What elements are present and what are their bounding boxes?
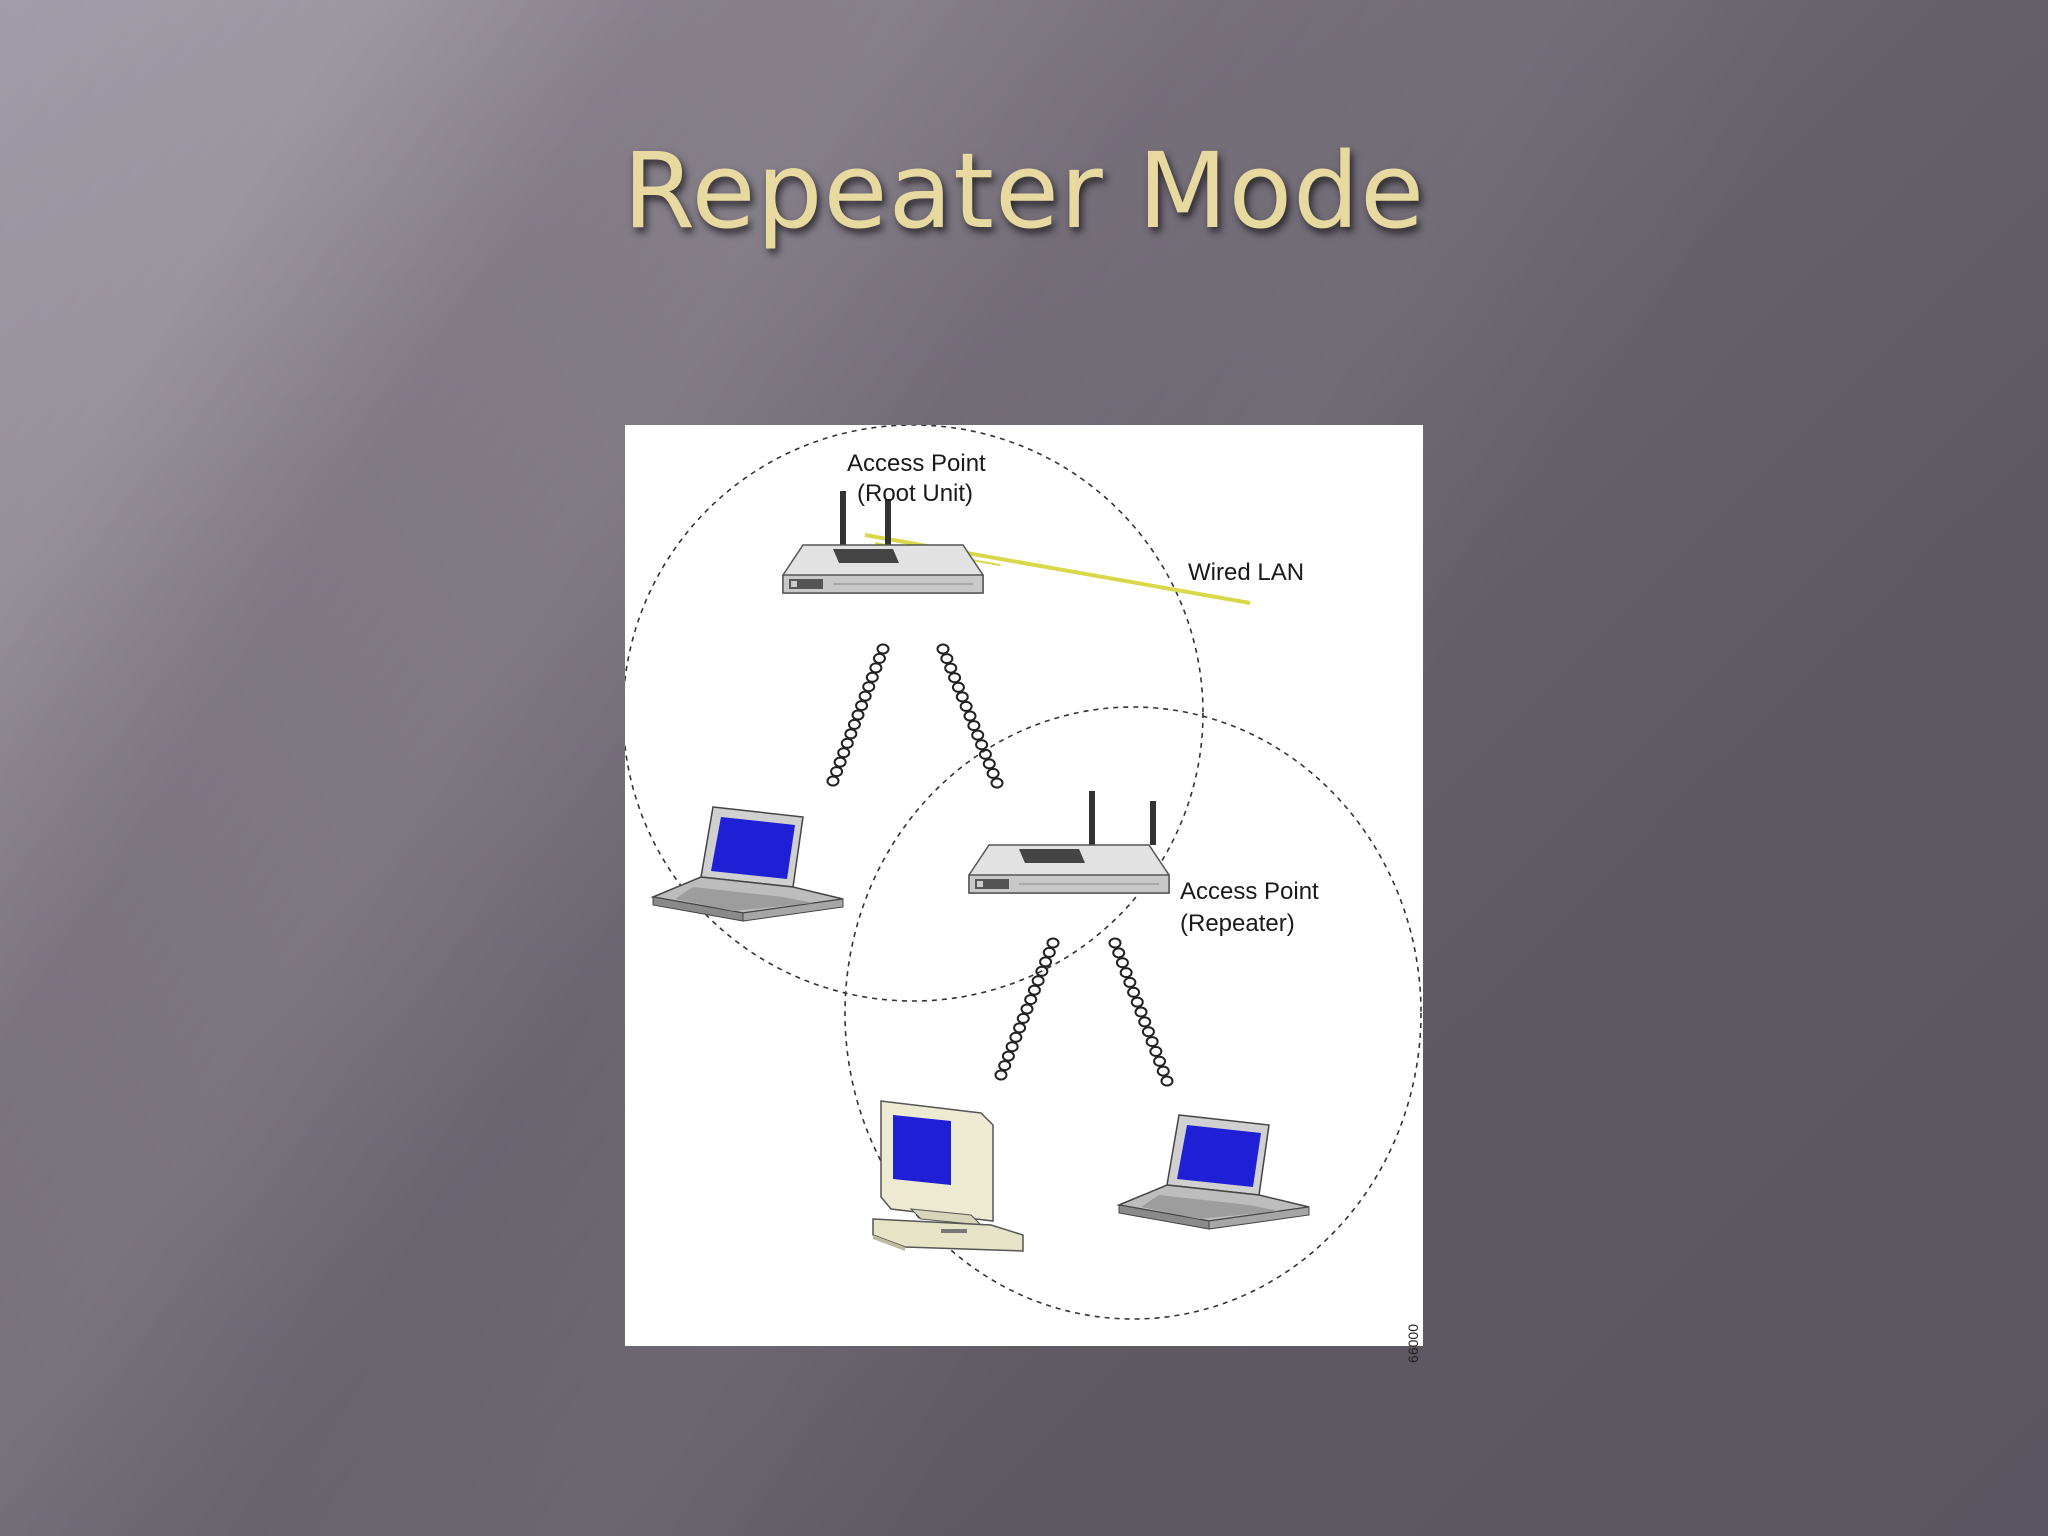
signal-coil [1123,976,1137,988]
signal-coil [1153,1055,1167,1067]
signal-coil [990,777,1004,789]
signal-coil [975,739,989,751]
signal-coil [1130,996,1144,1008]
signal-coil [1138,1016,1152,1028]
wireless-signal-icon [826,643,1174,1087]
signal-coil [1005,1041,1019,1053]
signal-coil [844,728,858,740]
signal-coil [826,775,840,787]
signal-coil [847,718,861,730]
desktop-pc-icon [872,1100,1024,1252]
signal-coil [1001,1050,1015,1062]
signal-coil [862,681,876,693]
signal-coil [1013,1022,1027,1034]
signal-coil [1156,1065,1170,1077]
slide-title: Repeater Mode [622,130,1426,252]
signal-coil [955,691,969,703]
signal-coil [1009,1031,1023,1043]
access-point-root-icon [782,491,984,594]
wired-lan-label: Wired LAN [1188,559,1305,586]
signal-coil [948,672,962,684]
signal-coil [1145,1036,1159,1048]
signal-coil [959,700,973,712]
signal-coil [1149,1045,1163,1057]
signal-coil [971,729,985,741]
signal-coil [1112,947,1126,959]
signal-coil [998,1060,1012,1072]
root-ap-label-line2: (Root Unit) [857,480,974,507]
signal-coil [1141,1026,1155,1038]
signal-coil [1127,986,1141,998]
figure-code: 66000 [1405,1324,1421,1363]
laptop-icon [652,806,844,922]
signal-coil [978,748,992,760]
root-ap-label-line1: Access Point [847,450,986,477]
signal-coil [851,709,865,721]
signal-coil [982,758,996,770]
signal-coil [994,1069,1008,1081]
signal-coil [840,737,854,749]
signal-coil [1031,975,1045,987]
signal-coil [967,720,981,732]
signal-coil [876,643,890,655]
signal-coil [858,690,872,702]
repeater-coverage-area [844,706,1422,1320]
signal-coil [833,756,847,768]
signal-coil [1016,1012,1030,1024]
signal-coil [1035,965,1049,977]
signal-coil [1134,1006,1148,1018]
signal-coil [855,700,869,712]
signal-coil [1027,984,1041,996]
signal-coil [944,662,958,674]
signal-coil [963,710,977,722]
signal-coil [1046,937,1060,949]
laptop-icon [1118,1114,1310,1230]
signal-coil [986,767,1000,779]
signal-coil [1042,946,1056,958]
signal-coil [1020,1003,1034,1015]
signal-coil [1039,956,1053,968]
signal-coil [1024,994,1038,1006]
diagram-canvas [625,425,1422,1320]
signal-coil [1108,937,1122,949]
access-point-repeater-icon [968,791,1170,894]
signal-coil [872,652,886,664]
signal-coil [951,681,965,693]
signal-coil [865,671,879,683]
signal-coil [940,653,954,665]
repeater-ap-label-line1: Access Point [1180,878,1319,905]
signal-coil [837,747,851,759]
signal-coil [1115,957,1129,969]
signal-coil [830,766,844,778]
signal-coil [936,643,950,655]
signal-coil [869,662,883,674]
root-coverage-area [625,425,1204,1002]
repeater-mode-diagram: Access Point (Root Unit) Wired LAN Acces… [625,425,1423,1363]
signal-coil [1160,1075,1174,1087]
repeater-ap-label-line2: (Repeater) [1180,910,1295,937]
signal-coil [1119,967,1133,979]
